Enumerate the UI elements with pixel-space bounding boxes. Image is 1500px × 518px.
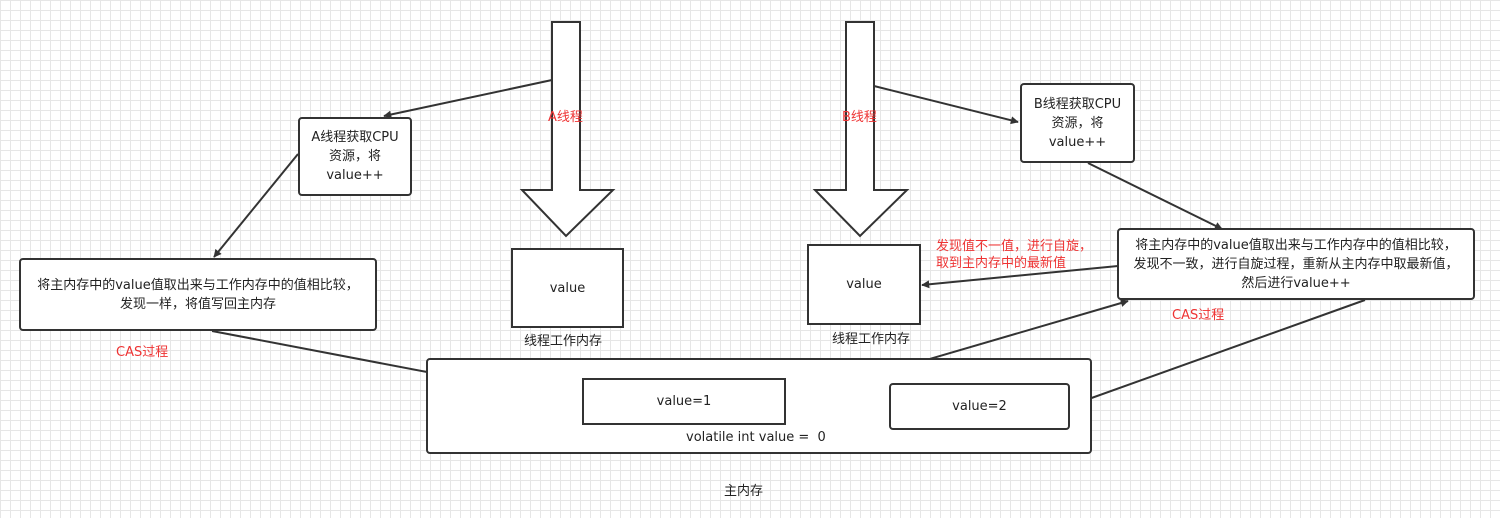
cas-process-a-label: CAS过程 bbox=[116, 345, 169, 360]
working-memory-b-value: value bbox=[846, 277, 882, 292]
arrow-thread-a-to-acquire bbox=[383, 79, 553, 119]
arrow-acquire-b-to-compare bbox=[1087, 162, 1223, 230]
working-memory-b-box: value bbox=[807, 244, 921, 325]
thread-a-acquire-text: A线程获取CPU资源，将value++ bbox=[311, 130, 399, 183]
mismatch-spin-note: 发现值不一值，进行自旋，取到主内存中的最新值 bbox=[936, 239, 1093, 271]
thread-a-block-arrow bbox=[519, 21, 616, 238]
thread-a-acquire-box: A线程获取CPU资源，将value++ bbox=[298, 117, 412, 196]
thread-b-acquire-box: B线程获取CPU资源，将value++ bbox=[1020, 83, 1135, 163]
arrow-compare-b-to-value2 bbox=[1071, 299, 1366, 407]
main-memory-declaration: volatile int value = 0 bbox=[686, 430, 826, 445]
thread-a-label: A线程 bbox=[548, 110, 583, 125]
main-memory-value1: value=1 bbox=[656, 394, 712, 409]
main-memory-value2: value=2 bbox=[952, 399, 1007, 414]
thread-b-compare-text: 将主内存中的value值取出来与工作内存中的值相比较，发现不一致，进行自旋过程，… bbox=[1133, 237, 1459, 291]
thread-b-block-arrow bbox=[812, 21, 910, 238]
arrow-compare-b-to-working-b bbox=[921, 265, 1119, 289]
main-memory-value1-box: value=1 bbox=[582, 378, 786, 425]
working-memory-b-caption: 线程工作内存 bbox=[832, 332, 911, 347]
arrow-thread-b-to-acquire bbox=[873, 85, 1019, 125]
arrow-acquire-a-to-compare bbox=[213, 153, 299, 258]
thread-b-label: B线程 bbox=[842, 110, 877, 125]
working-memory-a-caption: 线程工作内存 bbox=[524, 334, 603, 349]
thread-b-acquire-text: B线程获取CPU资源，将value++ bbox=[1033, 96, 1122, 150]
thread-a-compare-box: 将主内存中的value值取出来与工作内存中的值相比较，发现一样，将值写回主内存 bbox=[19, 258, 377, 331]
main-memory-value2-box: value=2 bbox=[889, 383, 1070, 430]
thread-b-compare-box: 将主内存中的value值取出来与工作内存中的值相比较，发现不一致，进行自旋过程，… bbox=[1117, 228, 1475, 300]
working-memory-a-value: value bbox=[549, 280, 586, 296]
cas-process-b-label: CAS过程 bbox=[1172, 308, 1225, 323]
working-memory-a-box: value bbox=[511, 248, 624, 328]
main-memory-caption: 主内存 bbox=[724, 484, 764, 499]
thread-a-compare-text: 将主内存中的value值取出来与工作内存中的值相比较，发现一样，将值写回主内存 bbox=[37, 277, 359, 312]
